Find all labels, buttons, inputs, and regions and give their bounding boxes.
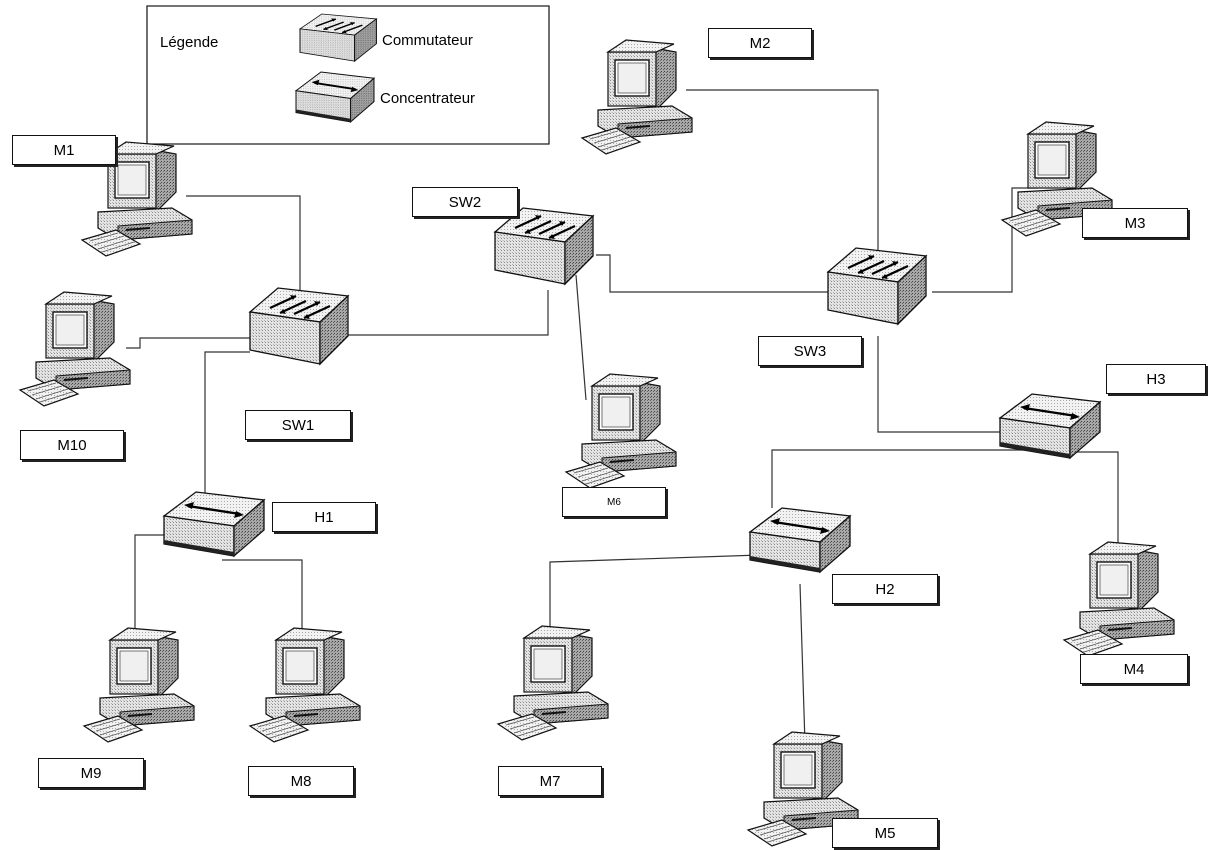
network-links <box>126 89 1119 745</box>
legend-switch-icon <box>299 13 378 62</box>
label-h3: H3 <box>1106 364 1206 394</box>
label-m5: M5 <box>832 818 938 848</box>
computer-m2-icon <box>581 39 693 155</box>
link-m10-sw1 <box>126 337 250 349</box>
label-m4: M4 <box>1080 654 1188 684</box>
link-h2-m7 <box>549 554 761 640</box>
computer-m10-icon <box>19 291 131 407</box>
switch-sw1-icon <box>248 286 350 366</box>
legend-title: Légende <box>160 34 219 51</box>
label-sw2: SW2 <box>412 187 518 217</box>
label-m9: M9 <box>38 758 144 788</box>
link-h3-m4 <box>1065 451 1119 558</box>
link-h1-m9 <box>134 534 175 640</box>
switch-sw3-icon <box>826 246 928 326</box>
computer-m7-icon <box>497 625 609 741</box>
hub-h2-icon <box>748 506 852 574</box>
label-h2: H2 <box>832 574 938 604</box>
label-m3: M3 <box>1082 208 1188 238</box>
label-m8: M8 <box>248 766 354 796</box>
label-m10: M10 <box>20 430 124 460</box>
label-m7: M7 <box>498 766 602 796</box>
legend-switch-label: Commutateur <box>382 32 473 49</box>
link-sw3-h3 <box>877 336 1002 433</box>
legend-hub-icon <box>295 71 375 123</box>
label-h1: H1 <box>272 502 376 532</box>
legend-hub-label: Concentrateur <box>380 90 476 107</box>
label-m6: M6 <box>562 487 666 517</box>
link-h2-m5 <box>799 583 806 745</box>
link-sw1-sw2 <box>348 290 549 336</box>
computer-m9-icon <box>83 627 195 743</box>
link-h3-h2 <box>771 449 1050 508</box>
computer-m4-icon <box>1063 541 1175 657</box>
link-h1-m8 <box>222 559 303 640</box>
label-m2: M2 <box>708 28 812 58</box>
link-sw2-m6 <box>575 274 587 401</box>
link-m1-sw1 <box>186 195 301 290</box>
legend-frame <box>146 5 550 145</box>
label-sw1: SW1 <box>245 410 351 440</box>
link-m3-sw3 <box>932 187 1038 293</box>
link-sw2-sw3 <box>596 254 828 293</box>
label-m1: M1 <box>12 135 116 165</box>
hub-h3-icon <box>998 392 1102 460</box>
computer-m8-icon <box>249 627 361 743</box>
hub-h1-icon <box>162 490 266 558</box>
label-sw3: SW3 <box>758 336 862 366</box>
link-m2-sw3 <box>686 89 879 262</box>
link-sw1-h1 <box>204 351 250 500</box>
switch-sw2-icon <box>493 206 595 286</box>
computer-m6-icon <box>565 373 677 489</box>
